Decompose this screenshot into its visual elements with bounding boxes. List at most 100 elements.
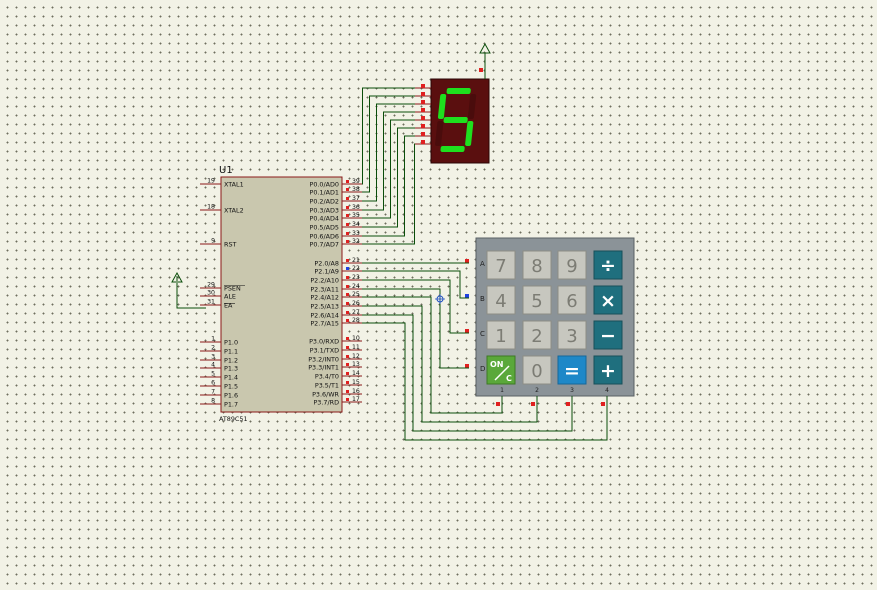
wire[interactable] [362,103,415,202]
mcu-pin-label: P1.0 [224,339,238,347]
wire[interactable] [362,322,608,441]
mcu-pin-label: P2.5/A13 [310,303,339,311]
keypad-key-face[interactable] [486,320,516,350]
pin-state-indicator [346,232,349,235]
keypad-key-label: 6 [566,291,577,312]
keypad-key[interactable]: + [593,355,623,385]
mcu-pin-number: 27 [352,309,360,316]
keypad-key[interactable]: × [593,285,623,315]
mcu-pin-number: 21 [352,257,360,264]
mcu-pin-label: P2.7/A15 [310,320,339,328]
keypad-key[interactable]: 4 [486,285,516,315]
keypad-key-label: 1 [495,326,506,347]
keypad-key-face[interactable] [522,320,552,350]
keypad-key-face[interactable] [486,250,516,280]
keypad-key-face[interactable] [522,250,552,280]
segment-c [465,121,474,146]
keypad-key[interactable]: 9 [557,250,587,280]
keypad-key[interactable]: = [557,355,587,385]
mcu-pin-number: 1 [211,336,215,343]
wire[interactable] [362,288,469,369]
mcu-pin-number: 7 [211,389,215,396]
mcu-pin-number: 12 [352,353,360,360]
keypad-key-face[interactable] [557,285,587,315]
wire[interactable] [362,279,469,334]
wire[interactable] [362,270,469,299]
wire[interactable] [362,95,415,193]
keypad-key[interactable]: ONC [486,355,516,385]
keypad-key[interactable]: − [593,320,623,350]
keypad-key-face[interactable] [522,285,552,315]
keypad-key[interactable]: 3 [557,320,587,350]
keypad-key-face[interactable] [557,250,587,280]
mcu-pin-number: 38 [352,186,360,193]
wire[interactable] [362,314,573,432]
keypad-key[interactable]: 2 [522,320,552,350]
pin-state-indicator [346,214,349,217]
keypad-key-face[interactable] [593,355,623,385]
mcu-pin-number: 23 [352,274,360,281]
mcu-pin-label: RST [224,241,236,249]
keypad-key[interactable]: 0 [522,355,552,385]
keypad-key-face[interactable] [557,320,587,350]
mcu-pin-label: P1.1 [224,348,238,356]
keypad-key[interactable]: 7 [486,250,516,280]
pin-state-indicator [346,302,349,305]
mcu-pin-number: 30 [207,290,215,297]
ea-power-terminal[interactable] [171,271,206,309]
wire[interactable] [362,87,415,185]
keypad-key-label: 8 [531,256,542,277]
segment-b [467,94,477,119]
mcu-pin-label: EA [224,302,233,310]
wire[interactable] [362,296,503,414]
keypad-key-face[interactable] [557,355,587,385]
mcu-pin-number: 10 [352,335,360,342]
mcu-part-label: AT89C51 [219,415,248,423]
mcu-pin-number: 22 [352,265,360,272]
keypad-key[interactable]: ÷ [593,250,623,280]
pin-state-indicator [346,180,349,183]
mcu-pin-number: 13 [352,361,360,368]
mcu-pin-label: P1.2 [224,357,238,365]
seven-segment-display[interactable] [415,42,491,164]
wire[interactable] [362,127,415,228]
wire[interactable] [362,135,415,237]
mcu-pin-label: P3.5/T1 [315,382,339,390]
circuit-wires[interactable] [362,87,608,441]
keypad-key-face[interactable] [486,285,516,315]
keypad-key-face[interactable] [522,355,552,385]
keypad-row-pin-indicator [465,364,469,368]
mcu-pin-label: P1.4 [224,374,238,382]
mcu-pin-label: P2.1/A9 [314,268,339,276]
segment-e [435,121,444,146]
mcu-body[interactable] [220,176,343,413]
keypad-key[interactable]: 6 [557,285,587,315]
display-pin-indicator [421,132,425,136]
wire[interactable] [362,305,538,423]
display-segments [435,88,477,152]
mcu-pin-label: P3.2/INT0 [308,356,339,364]
keypad-key[interactable]: 8 [522,250,552,280]
keypad-key-face[interactable] [593,250,623,280]
keypad-key-face[interactable] [593,285,623,315]
keypad-key-label: − [600,325,616,347]
wire[interactable] [362,111,415,211]
wire[interactable] [362,143,415,245]
keypad-key-label: × [600,290,616,312]
keypad-key-face[interactable] [593,320,623,350]
pin-state-indicator [346,337,349,340]
mcu-pin-label: P1.6 [224,392,238,400]
display-pin-indicator [421,140,425,144]
segment-g [443,117,468,123]
segment-d [440,146,465,152]
keypad-key[interactable]: 5 [522,285,552,315]
keypad-key-face[interactable] [486,355,516,385]
keypad-key[interactable]: 1 [486,320,516,350]
wire[interactable] [362,119,415,219]
mcu-pin-number: 11 [352,344,360,351]
